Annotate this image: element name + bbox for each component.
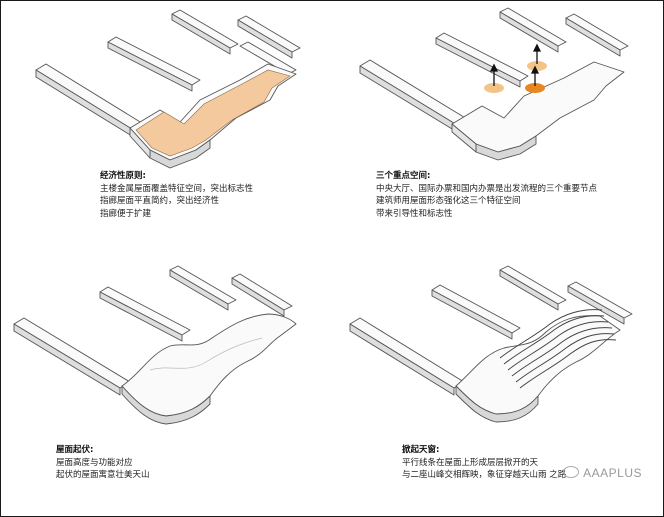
caption-line: 屋面高度与功能对应 [56, 457, 133, 468]
roof-model-key-spaces [359, 7, 629, 161]
caption-undulating-roof: 屋面起伏: 屋面高度与功能对应 起伏的屋面寓意壮美天山 [56, 444, 150, 482]
roof-model-skylights [349, 265, 633, 423]
panel-economy: 经济性原则: 主楼金属屋面覆盖特征空间，突出标志性 指廊屋面平直简约，突出经济性… [0, 0, 332, 258]
key-space-marker [527, 61, 547, 71]
roof-highlight-area [135, 69, 291, 157]
caption-key-spaces: 三个重点空间: 中央大厅、国际办票和国内办票是出发流程的三个重要节点 建筑师用屋… [376, 170, 597, 220]
caption-title: 三个重点空间: [376, 171, 431, 181]
caption-title: 经济性原则: [100, 171, 146, 181]
caption-line: 中央大厅、国际办票和国内办票是出发流程的三个重要节点 [376, 183, 598, 194]
watermark: AAAPLUS [563, 466, 642, 480]
roof-model-economy [35, 9, 301, 169]
caption-line: 与二座山峰交相辉映，象征穿越天山雨 之路 [402, 470, 567, 480]
caption-skylights: 掀起天窗: 平行线条在屋面上形成层层掀开的天 与二座山峰交相辉映，象征穿越天山雨… [402, 444, 566, 482]
caption-line: 指廊便于扩建 [100, 208, 152, 219]
key-space-markers [484, 43, 547, 93]
caption-line: 平行线条在屋面上形成层层掀开的天 [402, 457, 539, 468]
watermark-text: AAAPLUS [583, 466, 642, 480]
caption-title: 掀起天窗: [402, 445, 440, 455]
caption-line: 指廊屋面平直简约，突出经济性 [100, 196, 220, 206]
caption-line: 起伏的屋面寓意壮美天山 [56, 470, 150, 480]
caption-line: 带来引导性和标志性 [376, 208, 453, 219]
panel-key-spaces: 三个重点空间: 中央大厅、国际办票和国内办票是出发流程的三个重要节点 建筑师用屋… [332, 0, 664, 258]
wechat-icon [563, 466, 580, 478]
caption-economy: 经济性原则: 主楼金属屋面覆盖特征空间，突出标志性 指廊屋面平直简约，突出经济性… [100, 170, 253, 220]
caption-title: 屋面起伏: [56, 445, 94, 455]
skylight-ribs [499, 309, 617, 389]
caption-line: 建筑师用屋面形态强化这三个特征空间 [376, 196, 521, 206]
panel-undulating-roof: 屋面起伏: 屋面高度与功能对应 起伏的屋面寓意壮美天山 [0, 258, 332, 516]
key-space-marker [484, 83, 504, 93]
key-space-marker [525, 83, 545, 93]
caption-line: 主楼金属屋面覆盖特征空间，突出标志性 [100, 183, 254, 194]
roof-model-undulating [13, 265, 297, 425]
panel-skylights: 掀起天窗: 平行线条在屋面上形成层层掀开的天 与二座山峰交相辉映，象征穿越天山雨… [332, 258, 664, 516]
